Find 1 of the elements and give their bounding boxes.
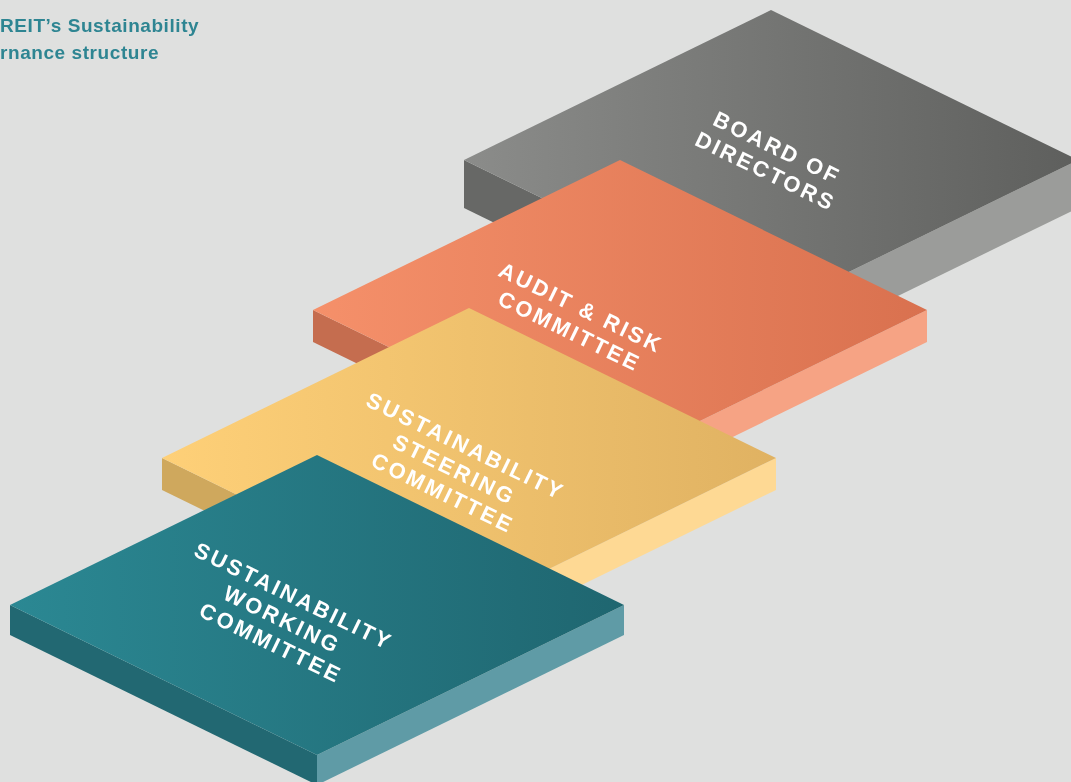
title: REIT’s Sustainability rnance structure	[0, 14, 201, 65]
